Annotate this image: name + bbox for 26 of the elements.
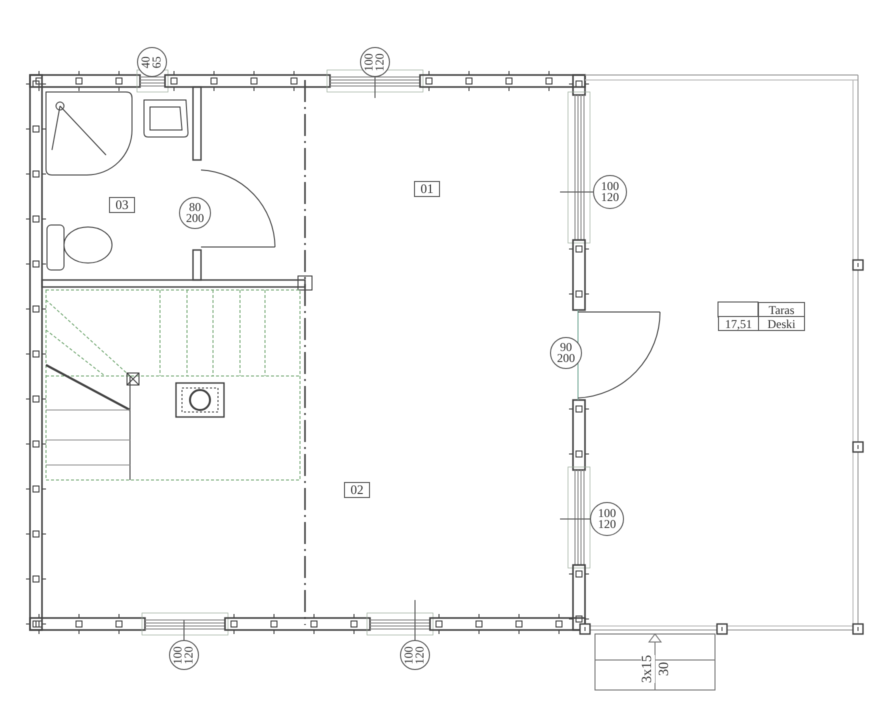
opening-size: 40 65 [140,56,164,68]
opening-size: 80 200 [186,202,204,224]
room-number: 03 [116,198,128,212]
table-cell: 17,51 [718,316,759,331]
opening-size-marker [590,502,624,536]
room-number: 02 [350,484,364,496]
opening-size-marker [400,640,430,670]
opening-size: 90 200 [557,342,575,364]
opening-size-marker [593,175,627,209]
opening-size: 100 120 [601,180,619,204]
opening-size-marker [550,337,582,369]
opening-size-marker [169,640,199,670]
step-dimension: 3x15 [641,655,655,683]
opening-size-marker [360,47,390,77]
table-cell: Deski [758,316,805,331]
opening-size: 100 120 [598,508,616,530]
opening-size: 100 120 [364,53,386,71]
table-cell: Taras [758,302,805,317]
room-number-box [344,482,370,498]
room-number-box [414,181,440,197]
room-number: 01 [420,182,434,196]
opening-size: 100 120 [404,646,426,664]
opening-size-marker [179,197,211,229]
room-number-box [109,197,135,213]
opening-size-marker [137,47,167,77]
opening-size: 100 120 [172,646,196,664]
